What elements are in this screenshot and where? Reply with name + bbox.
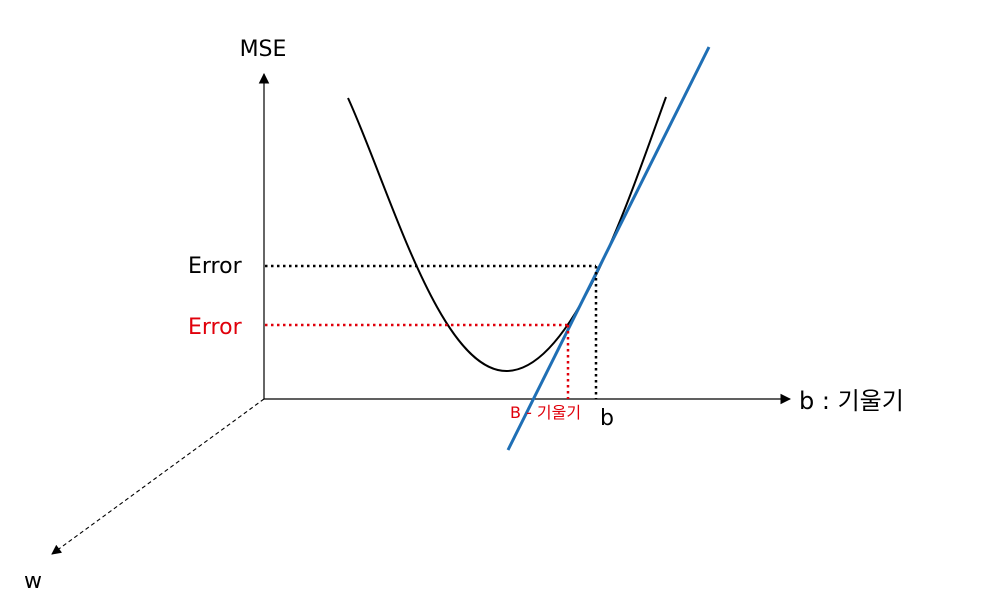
current-error-label: Error bbox=[188, 254, 243, 279]
next-b-label: B - 기울기 bbox=[510, 403, 581, 422]
current-b-label: b bbox=[600, 406, 614, 431]
w-axis-label: w bbox=[24, 569, 42, 594]
w-axis bbox=[51, 398, 265, 555]
next-error-label: Error bbox=[188, 315, 243, 340]
mse-curve bbox=[347, 96, 667, 373]
tangent-line bbox=[506, 46, 711, 451]
x-axis-label: b : 기울기 bbox=[799, 387, 904, 415]
y-axis-label: MSE bbox=[240, 37, 287, 62]
